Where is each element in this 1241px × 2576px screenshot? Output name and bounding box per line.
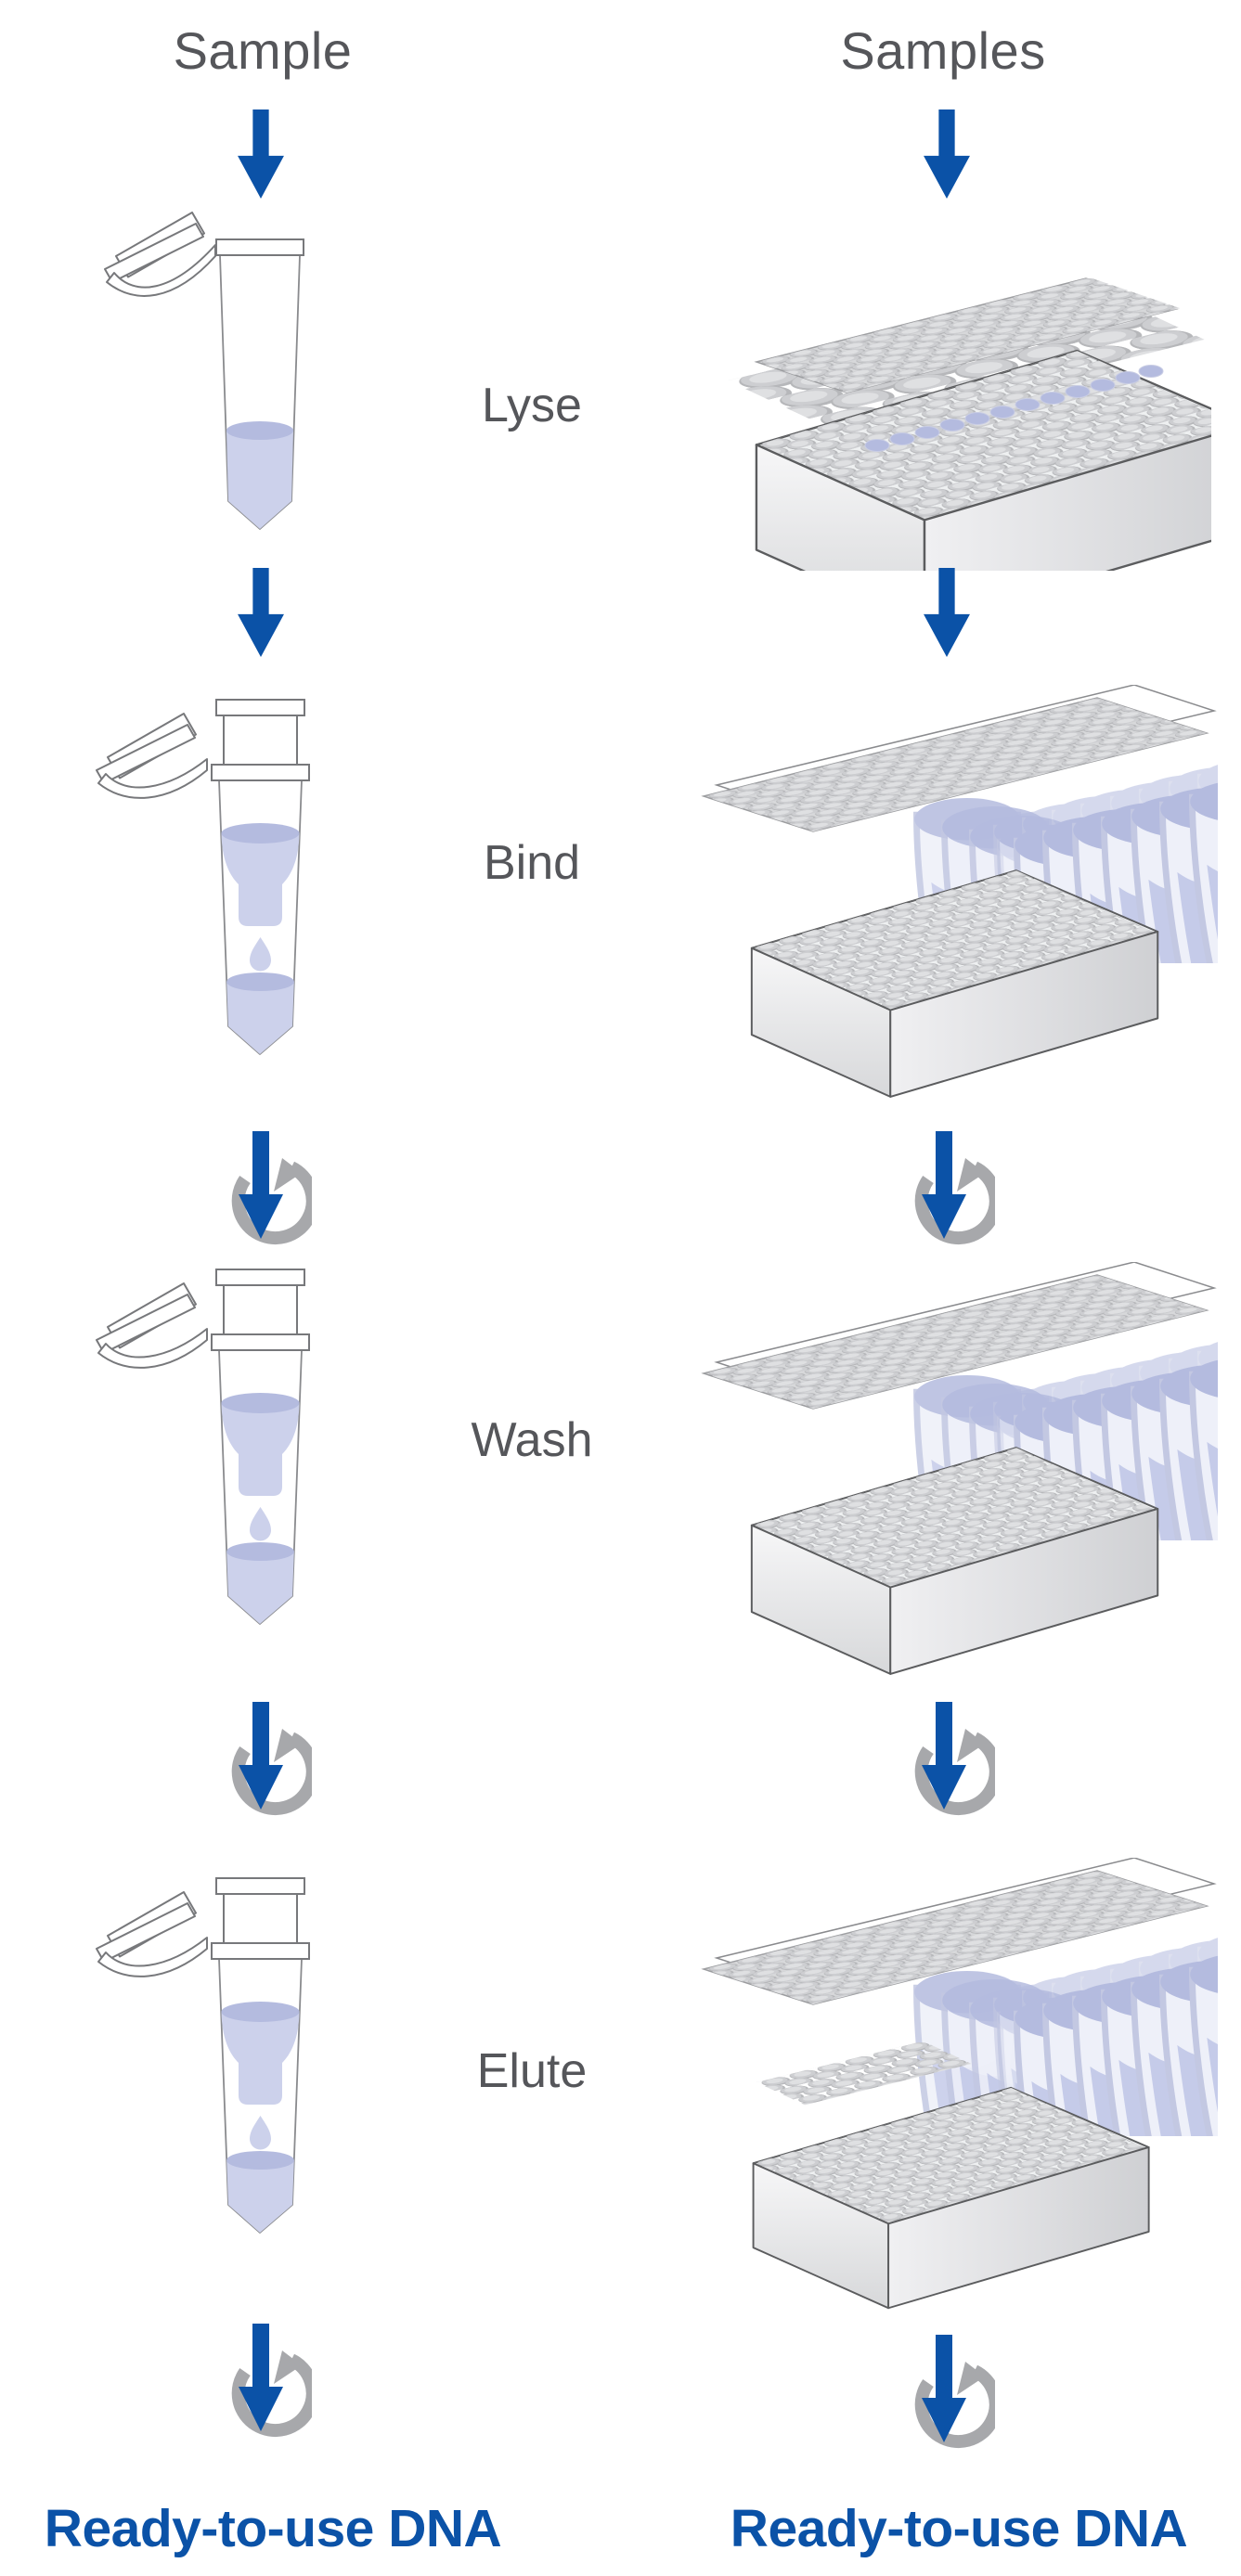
bind-spin-column-tube-illustration bbox=[93, 694, 325, 1065]
step-label-wash: Wash bbox=[471, 1413, 593, 1467]
step-label-lyse: Lyse bbox=[482, 379, 582, 432]
right-column-header: Samples bbox=[840, 21, 1046, 80]
down-arrow-icon bbox=[921, 109, 973, 199]
right-column-result: Ready-to-use DNA bbox=[730, 2499, 1188, 2558]
down-arrow-icon bbox=[921, 568, 973, 657]
circular-arrow-icon bbox=[893, 1670, 995, 1819]
circular-arrow-icon bbox=[210, 1100, 312, 1248]
lyse-sample-tube-illustration bbox=[97, 212, 320, 536]
circular-arrow-icon bbox=[210, 2292, 312, 2441]
down-arrow-icon bbox=[235, 568, 287, 657]
step-label-elute: Elute bbox=[476, 2044, 588, 2098]
circular-arrow-icon bbox=[893, 2303, 995, 2452]
circular-arrow-icon bbox=[210, 1670, 312, 1819]
circular-arrow-icon bbox=[893, 1100, 995, 1248]
elute-spin-column-tube-illustration bbox=[93, 1873, 325, 2244]
elute-collection-block-illustration bbox=[744, 2079, 1162, 2319]
bind-collection-block-illustration bbox=[743, 861, 1171, 1108]
wash-spin-column-tube-illustration bbox=[93, 1264, 325, 1635]
wash-collection-block-illustration bbox=[743, 1438, 1171, 1685]
left-column-header: Sample bbox=[173, 21, 353, 80]
lyse-plate-on-block-illustration bbox=[692, 237, 1211, 571]
left-column-result: Ready-to-use DNA bbox=[44, 2499, 502, 2558]
down-arrow-icon bbox=[235, 109, 287, 199]
step-label-bind: Bind bbox=[483, 836, 581, 890]
